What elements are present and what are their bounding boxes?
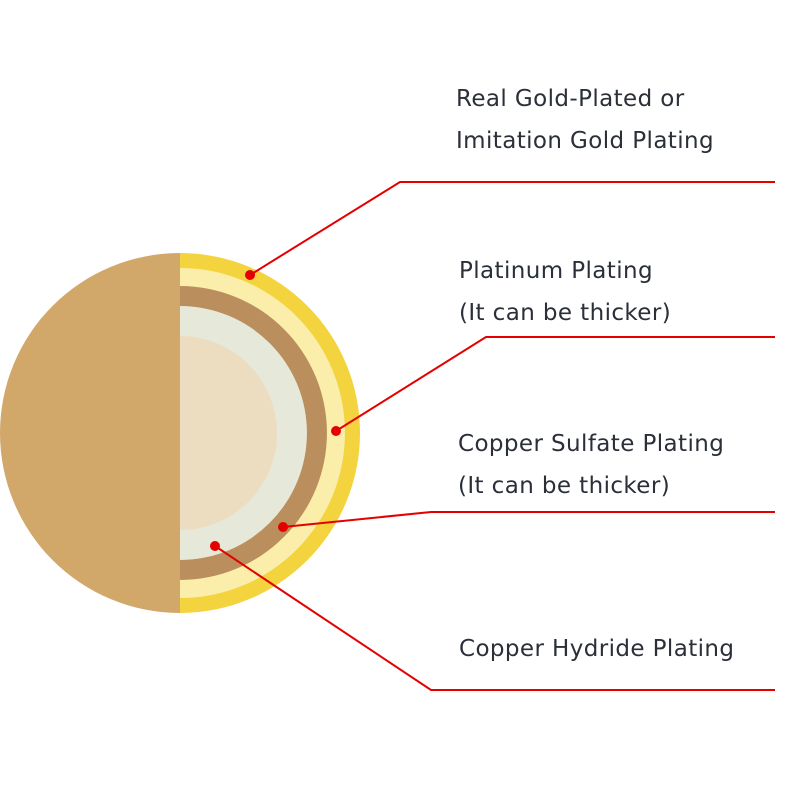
leader-dot-platinum xyxy=(331,426,341,436)
core-layer xyxy=(180,336,277,530)
leader-line-copper-hydride xyxy=(214,545,775,691)
label-gold-plating: Real Gold-Plated or Imitation Gold Plati… xyxy=(456,78,714,162)
base-metal-half xyxy=(0,253,180,613)
label-platinum-plating: Platinum Plating (It can be thicker) xyxy=(459,250,671,334)
leader-dot-copper-sulfate xyxy=(278,522,288,532)
label-gold-plating-line-1: Real Gold-Plated or xyxy=(456,86,685,112)
leader-dot-gold xyxy=(245,270,255,280)
label-platinum-plating-line-1: Platinum Plating xyxy=(459,258,653,284)
label-gold-plating-line-2: Imitation Gold Plating xyxy=(456,128,714,154)
leader-dot-copper-hydride xyxy=(210,541,220,551)
label-copper-sulfate-plating-line-1: Copper Sulfate Plating xyxy=(458,431,725,457)
label-copper-sulfate-plating-line-2: (It can be thicker) xyxy=(458,473,671,499)
leader-line-gold xyxy=(249,181,775,276)
label-copper-hydride-plating: Copper Hydride Plating xyxy=(459,628,734,670)
leader-line-platinum xyxy=(335,336,775,432)
label-copper-sulfate-plating: Copper Sulfate Plating (It can be thicke… xyxy=(458,423,724,507)
leader-line-copper-sulfate xyxy=(282,511,775,528)
label-platinum-plating-line-2: (It can be thicker) xyxy=(459,300,672,326)
label-copper-hydride-plating-line-1: Copper Hydride Plating xyxy=(459,636,735,662)
